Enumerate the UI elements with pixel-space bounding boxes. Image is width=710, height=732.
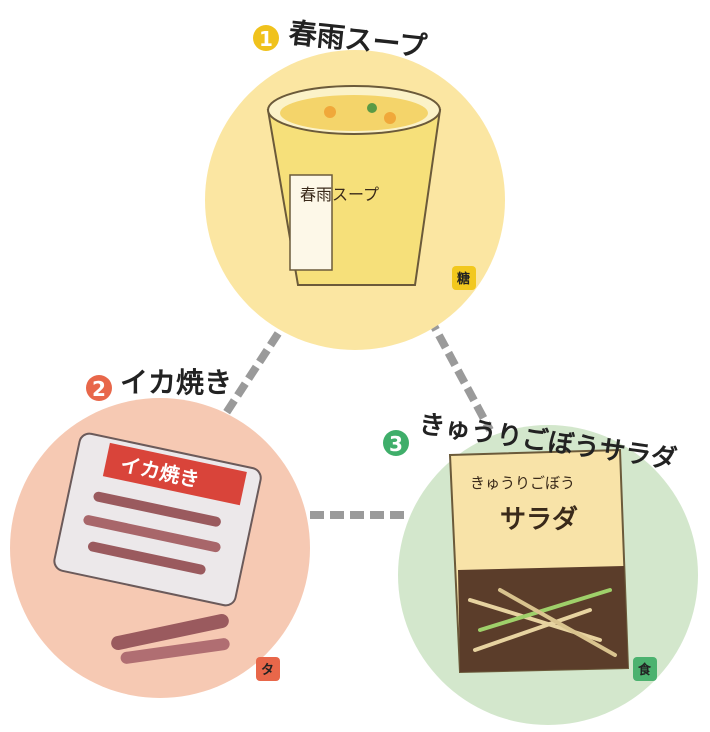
badge-2 [86, 375, 112, 401]
cup-label: 春雨スープ [300, 185, 379, 204]
pouch-label-line2: サラダ [500, 504, 578, 535]
badge-2-number: 2 [92, 377, 106, 401]
item-harusame-soup: 春雨スープ 1 春雨スープ 糖 [205, 16, 505, 350]
badge-1-number: 1 [259, 27, 273, 51]
item-2-title: イカ焼き [120, 366, 232, 399]
cup-label-text: 春雨スープ [300, 185, 379, 204]
tag-3 [633, 657, 657, 681]
cup-soup-illustration: 春雨スープ [266, 85, 442, 286]
badge-3 [383, 430, 409, 456]
squid-tray-illustration: イカ焼き [53, 432, 262, 607]
item-kyuri-gobo-salad: きゅうりごぼう サラダ 3 きゅうりごぼうサラダ 食 [383, 408, 698, 725]
item-1-title: 春雨スープ [287, 16, 429, 63]
tag-1 [452, 266, 476, 290]
tag-1-text: 糖 [457, 271, 470, 287]
salad-pouch-illustration: きゅうりごぼう サラダ [448, 448, 630, 674]
badge-3-number: 3 [389, 432, 403, 456]
tag-3-text: 食 [638, 662, 652, 678]
tag-2-text: タ [261, 663, 274, 678]
tag-2 [256, 657, 280, 681]
item-ika-yaki: イカ焼き 2 イカ焼き タ [10, 366, 310, 698]
badge-1 [253, 25, 279, 51]
pouch-label-line1: きゅうりごぼう [470, 474, 575, 492]
